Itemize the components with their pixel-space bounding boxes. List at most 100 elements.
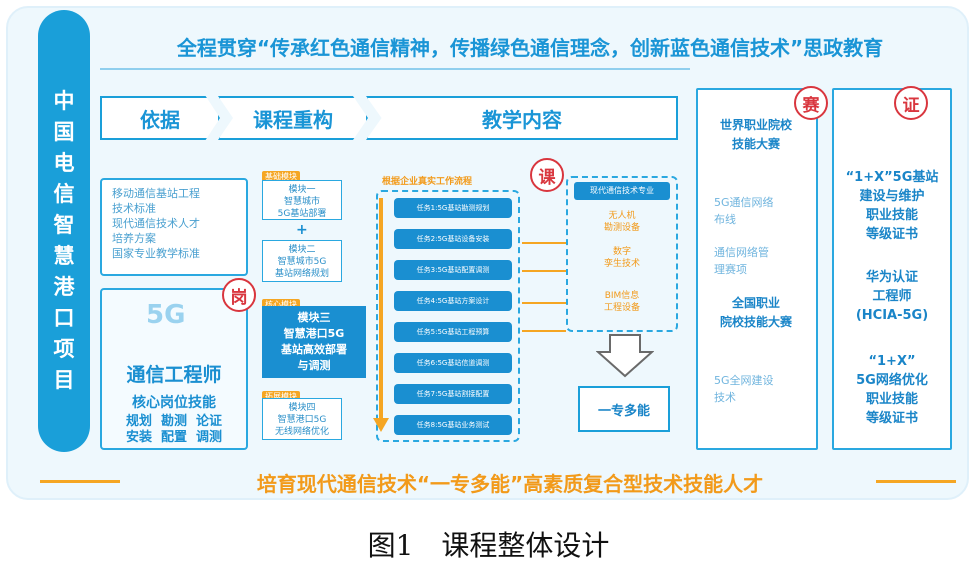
- resource-line: 工程设备: [603, 303, 640, 313]
- top-divider: [100, 68, 690, 70]
- module-line: 与调测: [297, 359, 331, 372]
- module-line: 模块二: [288, 245, 316, 255]
- certificate-line: 工程师: [872, 289, 912, 304]
- certificate-item: 华为认证 工程师 (HCIA-5G): [834, 268, 950, 325]
- down-arrow-icon: [596, 334, 654, 378]
- seal-gang: 岗: [222, 278, 256, 312]
- connector-arrow: [522, 242, 566, 244]
- competition-line: 世界职业院校: [719, 118, 792, 132]
- resource-line: 无人机: [608, 211, 636, 221]
- resources-box: [566, 176, 678, 332]
- competition-line: 全国职业: [731, 296, 780, 310]
- module-line: 模块一: [288, 185, 316, 195]
- chevron-basis: 依据: [100, 96, 220, 140]
- resource-line: 孪生技术: [603, 259, 640, 269]
- task-item: 任务4:5G基站方案设计: [394, 291, 512, 311]
- bottom-dash-left: [40, 480, 120, 483]
- vtitle-char: 国: [53, 120, 75, 144]
- certificates-box: [832, 88, 952, 450]
- figure-caption: 图1 课程整体设计: [367, 529, 610, 562]
- competition-item: 5G通信网络 布线: [714, 194, 814, 228]
- module-3-box: 模块三 智慧港口5G 基站高效部署 与调测: [262, 306, 366, 378]
- vtitle-char: 智: [53, 213, 75, 237]
- progress-arrow-head: [373, 418, 389, 432]
- certificate-line: 华为认证: [865, 270, 918, 285]
- top-banner: 全程贯穿“传承红色通信精神，传播绿色通信理念，创新蓝色通信技术”思政教育: [176, 36, 884, 60]
- certificate-line: 职业技能: [865, 208, 918, 223]
- connector-arrow: [522, 270, 566, 272]
- certificate-line: (HCIA-5G): [855, 308, 929, 323]
- task-item: 任务7:5G基站割接配置: [394, 384, 512, 404]
- competition-line: 技术: [714, 391, 736, 404]
- skills-line: 规划 勘测 论证: [125, 414, 223, 429]
- seal-char: 赛: [802, 95, 820, 116]
- vtitle-char: 港: [53, 275, 75, 299]
- competition-line: 院校技能大赛: [719, 315, 792, 329]
- connector-arrow: [522, 330, 566, 332]
- competition-line: 5G全网建设: [714, 374, 774, 387]
- module-line: 5G基站部署: [277, 209, 327, 219]
- resources-header: 现代通信技术专业: [574, 182, 670, 200]
- competition-line: 理赛项: [714, 263, 747, 276]
- task-item: 任务1:5G基站勘测规划: [394, 198, 512, 218]
- task-item: 任务8:5G基站业务测试: [394, 415, 512, 435]
- resource-item: 数字 孪生技术: [574, 246, 670, 270]
- resource-line: 数字: [612, 247, 631, 257]
- bottom-banner: 培育现代通信技术“一专多能”高素质复合型技术技能人才: [256, 472, 764, 496]
- seal-sai: 赛: [794, 86, 828, 120]
- competition-item: 世界职业院校 技能大赛: [700, 116, 812, 154]
- module-line: 无线网络优化: [274, 427, 329, 437]
- vtitle-char: 口: [53, 306, 75, 330]
- task-item: 任务3:5G基站配置调测: [394, 260, 512, 280]
- certificate-line: 职业技能: [865, 392, 918, 407]
- module-4-box: 模块四 智慧港口5G 无线网络优化: [262, 398, 342, 440]
- certificate-line: 建设与维护: [859, 189, 925, 204]
- content-header: 根据企业真实工作流程: [382, 177, 473, 187]
- resource-line: BIM信息: [604, 291, 640, 301]
- module-1: 基础模块: [262, 164, 330, 183]
- module-line: 模块三: [297, 311, 331, 324]
- task-item: 任务2:5G基站设备安装: [394, 229, 512, 249]
- certificate-line: 等级证书: [865, 227, 918, 242]
- module-3-tag: 核心模块: [262, 292, 300, 311]
- module-line: 模块四: [288, 403, 316, 413]
- competition-line: 通信网络管: [714, 246, 769, 259]
- seal-char: 岗: [230, 287, 248, 308]
- module-line: 智慧港口5G: [283, 327, 345, 340]
- seal-zheng: 证: [894, 86, 928, 120]
- chevron-label: 课程重构: [253, 107, 333, 132]
- certificate-item: “1+X”5G基站 建设与维护 职业技能 等级证书: [834, 168, 950, 244]
- vtitle-char: 目: [53, 368, 75, 392]
- competition-line: 布线: [714, 213, 736, 226]
- connector-arrow: [522, 302, 566, 304]
- vtitle-char: 电: [53, 151, 75, 175]
- competition-item: 通信网络管 理赛项: [714, 244, 814, 278]
- competition-item: 5G全网建设 技术: [714, 372, 814, 406]
- result-label: 一专多能: [597, 403, 650, 419]
- resource-line: 勘测设备: [603, 223, 640, 233]
- seal-ke: 课: [530, 158, 564, 192]
- certificate-line: “1+X”: [868, 354, 916, 369]
- module-tag: 基础模块: [262, 171, 300, 182]
- task-list-box: [376, 190, 520, 442]
- basis-line: 技术标准: [112, 202, 156, 215]
- module-line: 智慧港口5G: [277, 415, 327, 425]
- basis-line: 现代通信技术人才: [112, 217, 200, 230]
- skills-line: 安装 配置 调测: [125, 430, 223, 445]
- module-line: 智慧城市: [283, 197, 320, 207]
- module-line: 基站高效部署: [281, 343, 347, 356]
- certificate-item: “1+X” 5G网络优化 职业技能 等级证书: [834, 352, 950, 428]
- chevron-restructure: 课程重构: [218, 96, 368, 140]
- certificate-line: 5G网络优化: [856, 373, 928, 388]
- progress-arrow-shaft: [379, 198, 383, 420]
- task-item: 任务5:5G基站工程预算: [394, 322, 512, 342]
- module-4-tag: 拓展模块: [262, 384, 300, 403]
- certificate-line: 等级证书: [865, 411, 918, 426]
- seal-char: 课: [538, 167, 556, 188]
- vtitle-char: 信: [53, 182, 75, 206]
- badge-5g: 5G: [146, 300, 186, 330]
- vtitle-char: 项: [53, 337, 75, 361]
- vertical-project-title: 中 国 电 信 智 慧 港 口 项 目: [38, 10, 90, 452]
- basis-line: 国家专业教学标准: [112, 247, 200, 260]
- basis-line: 培养方案: [112, 232, 156, 245]
